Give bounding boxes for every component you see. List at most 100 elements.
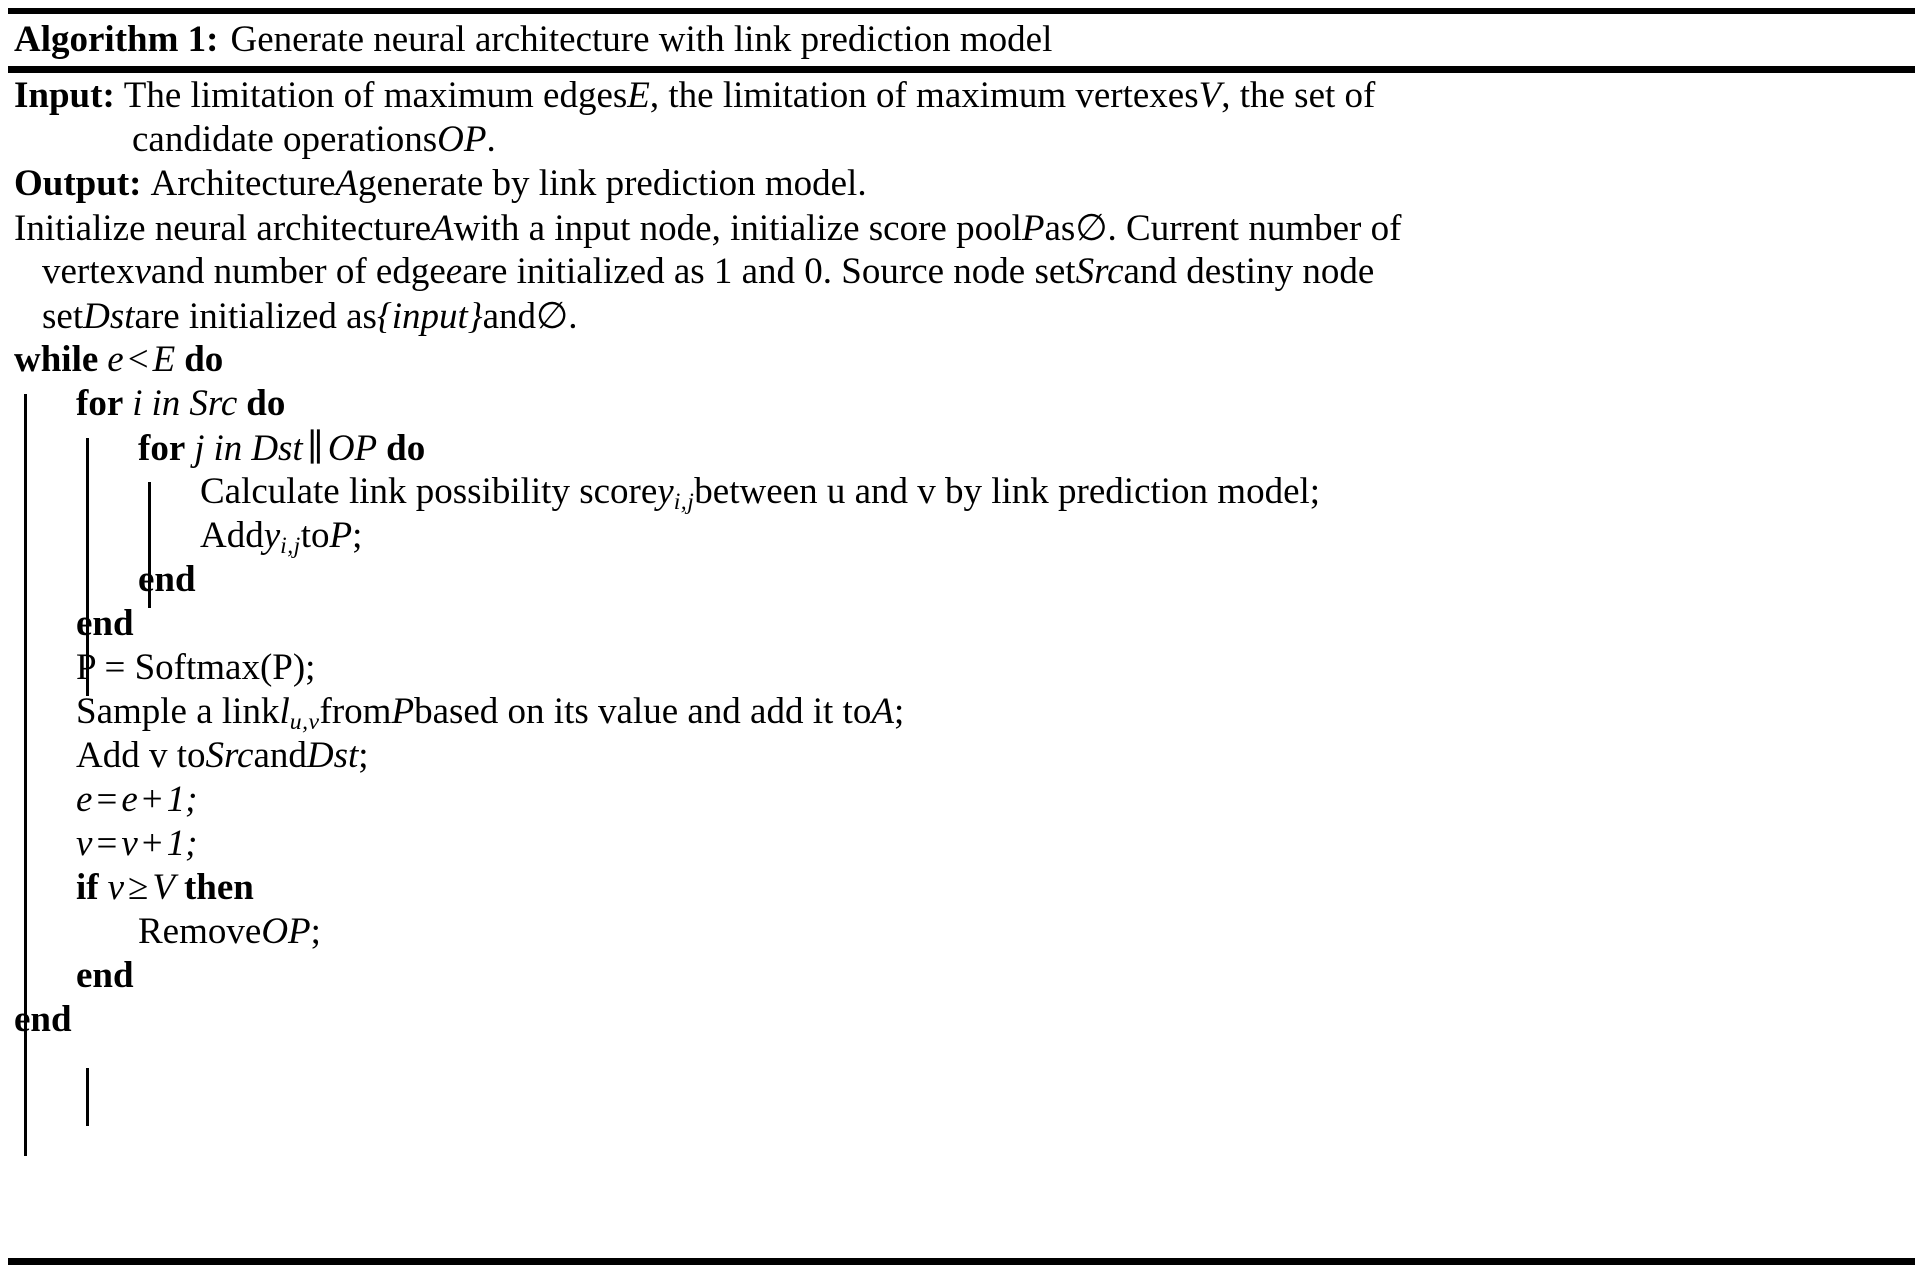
e-inc-equals: = bbox=[96, 779, 118, 820]
calculate-subscript-ij: i,j bbox=[673, 489, 695, 516]
increment-vertex-statement: v=v+1; bbox=[14, 822, 1914, 866]
init2-text-b: and number of edge bbox=[150, 251, 446, 292]
init-text-b: with a input node, initialize score pool bbox=[453, 208, 1022, 249]
initialize-line-2: vertex v and number of edge e are initia… bbox=[14, 250, 1914, 294]
init2-text-a: vertex bbox=[42, 251, 135, 292]
end-for-i-keyword: end bbox=[76, 603, 134, 644]
output-line: Output:Architecture A generate by link p… bbox=[14, 162, 1914, 206]
for-i-keyword: for bbox=[76, 383, 124, 424]
init-text-d: . Current number of bbox=[1107, 208, 1402, 249]
v-inc-one: 1; bbox=[166, 823, 198, 864]
end-for-i: end bbox=[14, 602, 1914, 646]
init3-text-d: . bbox=[568, 296, 578, 337]
e-inc-var: e bbox=[76, 779, 93, 820]
for-j-var: j bbox=[194, 428, 205, 469]
init2-text-d: and destiny node bbox=[1123, 251, 1375, 292]
for-i-var: i bbox=[132, 383, 143, 424]
input-continuation-line: candidate operations OP. bbox=[14, 118, 1914, 162]
addv-var-Dst: Dst bbox=[306, 735, 359, 776]
rule-top bbox=[8, 8, 1915, 14]
sample-var-A: A bbox=[871, 691, 894, 732]
for-i-in-keyword: in bbox=[151, 383, 181, 424]
sample-text-a: Sample a link bbox=[76, 691, 280, 732]
init2-text-c: are initialized as 1 and 0. Source node … bbox=[462, 251, 1076, 292]
input-line: Input:The limitation of maximum edges E,… bbox=[14, 74, 1914, 118]
indent-guide-if bbox=[86, 1068, 89, 1126]
input-text-1: The limitation of maximum edges bbox=[123, 75, 628, 116]
end-while: end bbox=[14, 998, 1914, 1042]
calculate-var-y: y bbox=[657, 471, 674, 512]
input-text-2: , the limitation of maximum vertexes bbox=[649, 75, 1199, 116]
while-keyword: while bbox=[14, 339, 99, 380]
add-vertex-statement: Add v to Src and Dst; bbox=[14, 734, 1914, 778]
while-do-keyword: do bbox=[184, 339, 224, 380]
add-text-a: Add bbox=[200, 515, 264, 556]
for-j-keyword: for bbox=[138, 428, 186, 469]
end-for-j-keyword: end bbox=[138, 559, 196, 600]
remove-var-OP: OP bbox=[261, 911, 311, 952]
algorithm-body: Input:The limitation of maximum edges E,… bbox=[14, 74, 1914, 1042]
sample-var-l: l bbox=[279, 691, 290, 732]
add-text-b: to bbox=[300, 515, 330, 556]
addv-text-a: Add v to bbox=[76, 735, 206, 776]
init-var-e: e bbox=[445, 251, 463, 292]
for-i-set: Src bbox=[189, 383, 238, 424]
indent-guide-for-i bbox=[86, 438, 89, 696]
sample-text-c: based on its value and add it to bbox=[414, 691, 872, 732]
sample-subscript-uv: u,v bbox=[289, 709, 320, 736]
e-inc-one: 1; bbox=[166, 779, 198, 820]
end-for-j: end bbox=[14, 558, 1914, 602]
init3-text-b: are initialized as bbox=[134, 296, 377, 337]
sample-text-d: ; bbox=[893, 691, 905, 732]
rule-under-caption bbox=[8, 66, 1915, 73]
input-cont-var-OP: OP bbox=[437, 119, 487, 160]
caption-title: Generate neural architecture with link p… bbox=[230, 18, 1053, 60]
remove-text-b: ; bbox=[310, 911, 321, 952]
init-var-A: A bbox=[431, 208, 454, 249]
init-var-Dst: Dst bbox=[83, 296, 135, 337]
init-var-Src: Src bbox=[1075, 251, 1124, 292]
output-text-1: Architecture bbox=[150, 163, 336, 204]
input-var-E: E bbox=[627, 75, 650, 116]
init-text-c: as bbox=[1044, 208, 1076, 249]
rule-bottom bbox=[8, 1258, 1915, 1265]
end-if-keyword: end bbox=[76, 955, 134, 996]
v-inc-var2: v bbox=[121, 823, 138, 864]
addv-text-b: and bbox=[253, 735, 307, 776]
input-text-3: , the set of bbox=[1221, 75, 1376, 116]
indent-guide-for-j bbox=[148, 482, 151, 608]
for-i-do-keyword: do bbox=[246, 383, 286, 424]
if-var-V: V bbox=[152, 867, 175, 908]
greater-equal-operator-icon: ≥ bbox=[128, 867, 149, 908]
init3-text-c: and bbox=[482, 296, 537, 337]
calculate-text-b: between u and v by link prediction model… bbox=[694, 471, 1321, 512]
caption-label: Algorithm 1: bbox=[14, 18, 219, 60]
init-emptyset-1: ∅ bbox=[1075, 208, 1108, 249]
softmax-statement: P = Softmax(P); bbox=[14, 646, 1914, 690]
init-emptyset-2: ∅ bbox=[536, 296, 569, 337]
for-j-set-dst: Dst bbox=[251, 428, 303, 469]
init-set-input: {input} bbox=[376, 296, 483, 337]
for-j-set-op: OP bbox=[327, 428, 378, 469]
e-inc-var2: e bbox=[121, 779, 138, 820]
add-text-c: ; bbox=[352, 515, 363, 556]
add-var-y: y bbox=[263, 515, 281, 556]
initialize-line-3: set Dst are initialized as {input} and ∅… bbox=[14, 294, 1914, 338]
calculate-text-a: Calculate link possibility score bbox=[200, 471, 658, 512]
init-var-v: v bbox=[134, 251, 151, 292]
add-var-P: P bbox=[329, 515, 353, 556]
initialize-line-1: Initialize neural architecture A with a … bbox=[14, 206, 1914, 250]
while-operator: < bbox=[127, 339, 149, 380]
then-keyword: then bbox=[183, 867, 254, 908]
end-while-keyword: end bbox=[14, 999, 72, 1040]
input-cont-text: candidate operations bbox=[132, 119, 438, 160]
increment-edge-statement: e=e+1; bbox=[14, 778, 1914, 822]
init3-text-a: set bbox=[42, 296, 84, 337]
addv-var-Src: Src bbox=[205, 735, 254, 776]
